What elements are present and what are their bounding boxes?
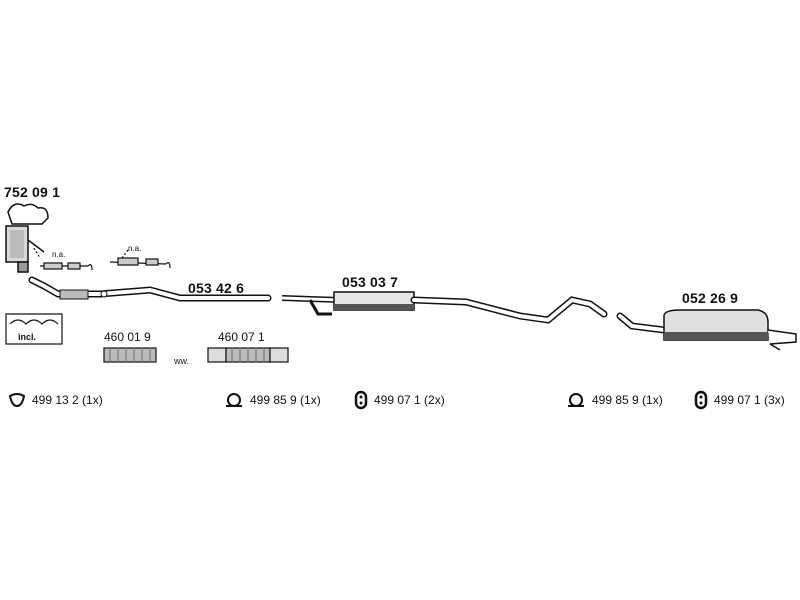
gasket-ring-icon	[8, 393, 26, 408]
fitting-clamp-1: 499 85 9 (1x)	[224, 392, 321, 408]
rubber-hanger-icon	[354, 390, 368, 410]
fitting-hanger-1: 499 07 1 (2x)	[354, 390, 445, 410]
fitting-clamp-2: 499 85 9 (1x)	[566, 392, 663, 408]
clamp-icon	[226, 393, 242, 407]
fitting-text: 499 85 9 (1x)	[592, 393, 663, 407]
fitting-text: 499 07 1 (3x)	[714, 393, 785, 407]
rear-silencer	[616, 309, 797, 351]
fitting-text: 499 85 9 (1x)	[250, 393, 321, 407]
ww-label: ww.	[174, 356, 190, 366]
fitting-text: 499 07 1 (2x)	[374, 393, 445, 407]
na-label-2: n.a.	[128, 244, 142, 253]
lambda-sensor-2	[109, 249, 171, 269]
fitting-gasket: 499 13 2 (1x)	[8, 392, 103, 408]
fitting-hanger-2: 499 07 1 (3x)	[694, 390, 785, 410]
clamp-icon	[568, 393, 584, 407]
included-kit-box	[5, 313, 63, 345]
rubber-hanger-icon	[694, 390, 708, 410]
lambda-sensor-1	[33, 247, 93, 271]
front-pipe	[28, 276, 272, 302]
na-label-1: n.a.	[52, 250, 66, 259]
part-label-middle-silencer: 053 03 7	[342, 274, 399, 290]
part-label-catalytic-converter: 752 09 1	[4, 184, 61, 200]
part-label-flex-pipe-b: 460 07 1	[218, 330, 265, 344]
catalytic-converter	[5, 203, 49, 273]
flex-pipe-a-drawing	[103, 347, 157, 363]
fitting-text: 499 13 2 (1x)	[32, 393, 103, 407]
flex-pipe-b-drawing	[207, 347, 289, 363]
part-label-front-pipe: 053 42 6	[188, 280, 245, 296]
incl-label: incl.	[18, 332, 37, 342]
middle-silencer	[281, 291, 608, 324]
part-label-flex-pipe-a: 460 01 9	[104, 330, 151, 344]
part-label-rear-silencer: 052 26 9	[682, 290, 739, 306]
